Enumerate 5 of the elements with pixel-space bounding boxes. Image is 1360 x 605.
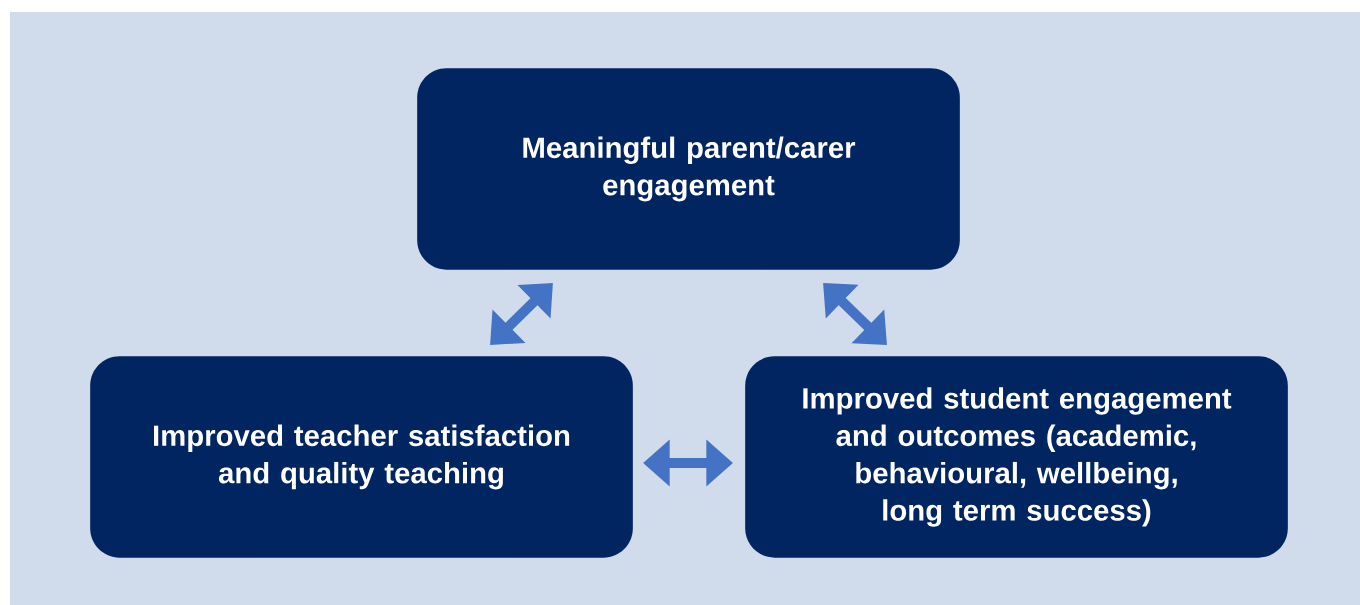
process-box: Meaningful parent/carer engagement: [417, 68, 960, 270]
double-arrow: [823, 283, 887, 345]
process-box: Improved teacher satisfaction and quality teaching: [90, 356, 633, 558]
double-arrow: [490, 283, 553, 345]
process-box: Improved student engagement and outcomes (academic, behavioural, wellbeing, long term success): [745, 356, 1288, 558]
